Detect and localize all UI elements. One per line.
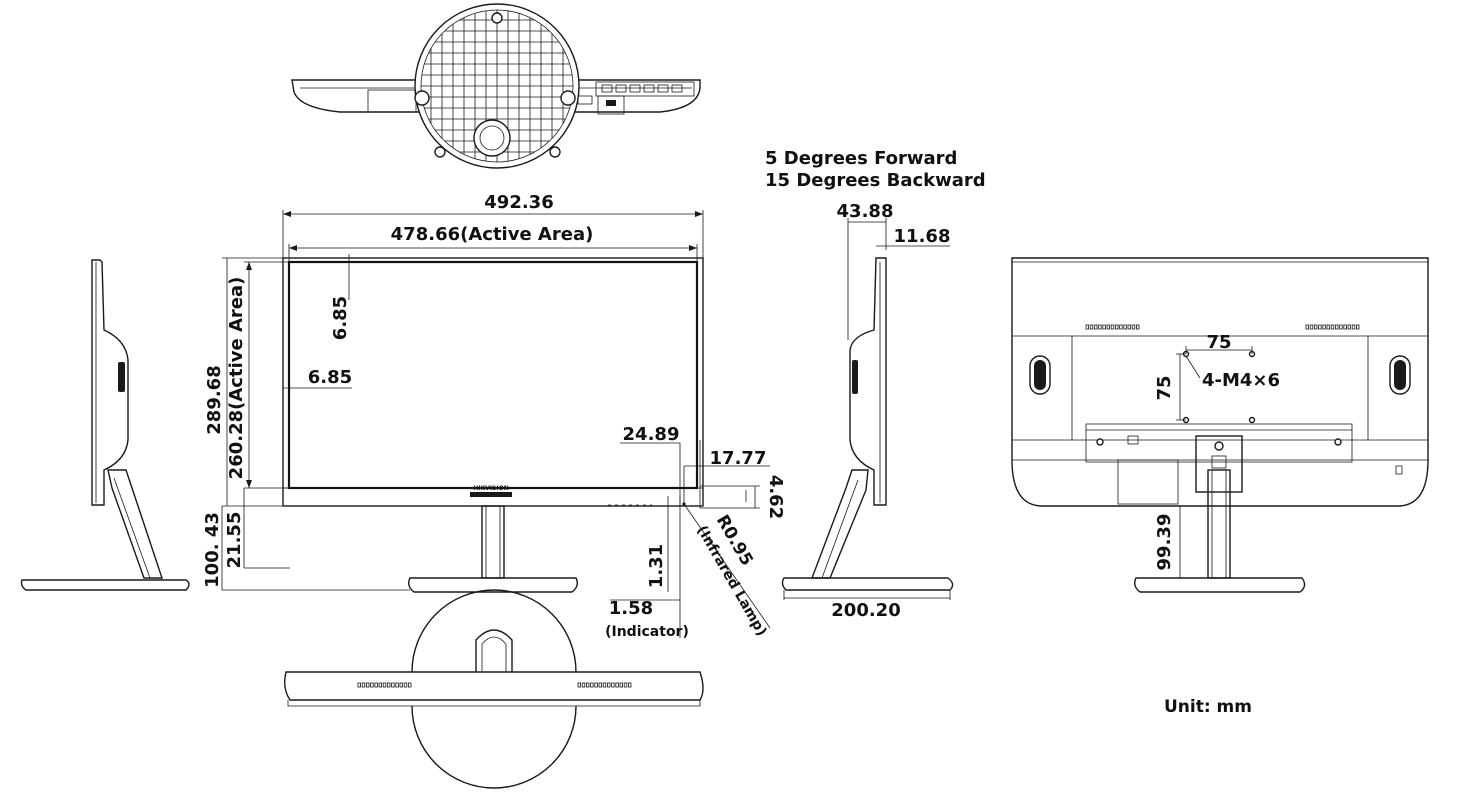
left-side-view	[20, 259, 190, 591]
rear-view	[1011, 257, 1429, 593]
dim-active-height: 260.28(Active Area)	[226, 277, 247, 480]
dim-overall-height: 289.68	[204, 365, 225, 434]
dim-ir-offset-y: 4.62	[765, 475, 786, 519]
tilt-backward: 15 Degrees Backward	[765, 170, 986, 191]
brand-logo: HIKVISION	[473, 485, 508, 492]
dim-depth-panel: 11.68	[894, 226, 951, 247]
dim-indicator-height: 1.31	[646, 544, 667, 588]
front-view: HIKVISION	[282, 257, 704, 593]
dim-overall-width: 492.36	[484, 192, 553, 213]
dim-bottom-bezel: 21.55	[224, 512, 245, 569]
unit-label: Unit: mm	[1164, 697, 1252, 717]
dim-vesa-vertical: 75	[1154, 375, 1175, 400]
dim-vesa-horizontal: 75	[1206, 332, 1231, 353]
front-dimensions	[221, 210, 771, 638]
dim-depth-top: 43.88	[837, 201, 894, 222]
indicator-label: (Indicator)	[605, 624, 689, 640]
screw-spec: 4-M4×6	[1202, 370, 1280, 391]
dim-rear-stand-height: 99.39	[1154, 514, 1175, 571]
dim-bezel-top: 6.85	[330, 296, 351, 340]
tilt-forward: 5 Degrees Forward	[765, 148, 957, 169]
dim-base-depth: 200.20	[831, 600, 900, 621]
top-view	[291, 3, 701, 169]
dim-ir-offset-x: 24.89	[623, 424, 680, 445]
dim-bezel-side: 6.85	[308, 367, 352, 388]
rear-dimensions	[1176, 346, 1253, 578]
dim-ir-offset-x2: 17.77	[710, 448, 767, 469]
dim-stand-height: 100. 43	[202, 512, 223, 588]
right-side-view	[781, 257, 954, 591]
bottom-view	[283, 589, 704, 789]
side-dimensions	[783, 218, 951, 600]
dim-active-width: 478.66(Active Area)	[391, 224, 594, 245]
dim-indicator-width: 1.58	[609, 598, 653, 619]
